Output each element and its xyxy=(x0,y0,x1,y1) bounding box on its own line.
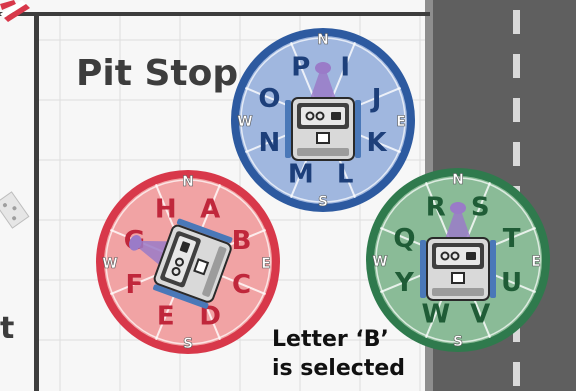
letter-p[interactable]: P xyxy=(291,52,310,82)
letter-j[interactable]: J xyxy=(370,84,382,114)
edge-text: t xyxy=(0,311,14,346)
compass-n: N xyxy=(317,32,329,48)
compass-w: W xyxy=(372,254,387,270)
compass-w: W xyxy=(237,114,252,130)
letter-v[interactable]: V xyxy=(470,300,490,330)
letter-q[interactable]: Q xyxy=(393,224,415,254)
letter-o[interactable]: O xyxy=(258,84,280,114)
compass-s: S xyxy=(183,336,193,352)
letter-e[interactable]: E xyxy=(157,302,175,332)
letter-n[interactable]: N xyxy=(259,128,281,158)
lane-dash xyxy=(513,54,520,78)
caption-line-1: Letter ‘B’ xyxy=(272,327,389,352)
letter-k[interactable]: K xyxy=(367,128,388,158)
compass-n: N xyxy=(182,174,194,190)
robot-icon xyxy=(129,218,233,309)
compass-s: S xyxy=(318,194,328,210)
letter-m[interactable]: M xyxy=(288,160,314,190)
wheel-red[interactable]: HABCDEFGNESW xyxy=(96,170,280,354)
letter-t[interactable]: T xyxy=(503,224,521,254)
lane-dash xyxy=(513,10,520,34)
compass-w: W xyxy=(102,256,117,272)
board-border xyxy=(0,0,430,391)
lane-dash xyxy=(513,142,520,166)
edge-tile xyxy=(0,191,30,229)
letter-u[interactable]: U xyxy=(501,268,522,298)
letter-r[interactable]: R xyxy=(426,192,446,222)
letter-s[interactable]: S xyxy=(471,192,490,222)
compass-s: S xyxy=(453,334,463,350)
letter-d[interactable]: D xyxy=(199,302,221,332)
pit-stop-title: Pit Stop xyxy=(76,53,238,94)
letter-l[interactable]: L xyxy=(337,160,354,190)
lane-dash xyxy=(513,362,520,386)
compass-e: E xyxy=(531,254,541,270)
compass-n: N xyxy=(452,172,464,188)
robot-icon xyxy=(420,202,496,301)
letter-b[interactable]: B xyxy=(232,226,252,256)
letter-a[interactable]: A xyxy=(200,194,220,224)
compass-e: E xyxy=(396,114,406,130)
letter-c[interactable]: C xyxy=(232,270,251,300)
caption-line-2: is selected xyxy=(272,356,405,381)
letter-y[interactable]: Y xyxy=(394,268,415,298)
compass-e: E xyxy=(261,256,271,272)
letter-h[interactable]: H xyxy=(155,194,177,224)
robot-icon xyxy=(285,62,361,161)
letter-i[interactable]: I xyxy=(340,52,350,82)
lane-dash xyxy=(513,98,520,122)
letter-w[interactable]: W xyxy=(421,300,450,330)
letter-f[interactable]: F xyxy=(126,270,144,300)
